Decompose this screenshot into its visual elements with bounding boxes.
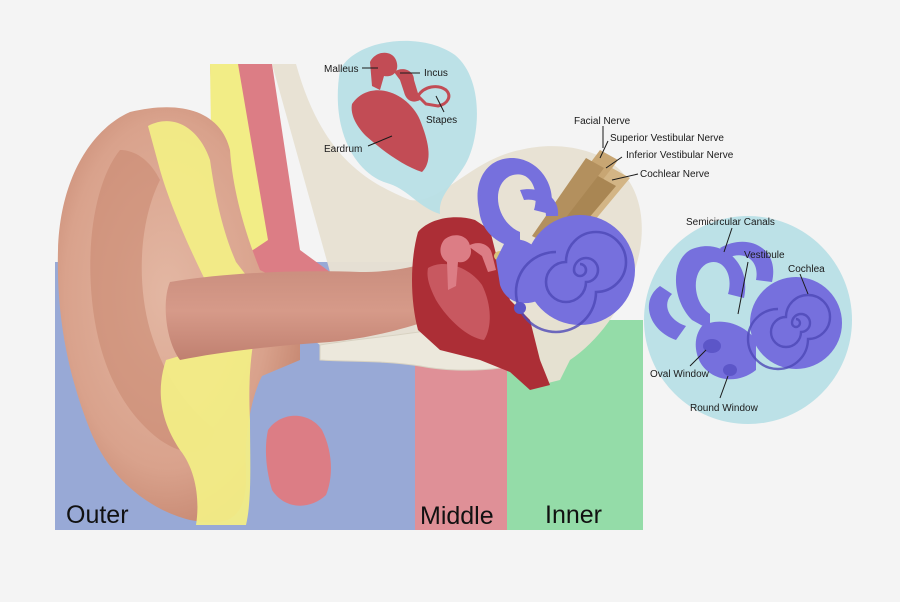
label-semicircular-canals: Semicircular Canals (686, 217, 775, 228)
earlobe-pink (265, 415, 331, 506)
label-incus: Incus (424, 68, 448, 79)
label-cochlea: Cochlea (788, 264, 825, 275)
malleus-bone (440, 235, 472, 290)
pinna-cartilage (148, 121, 262, 525)
inset-round-window (723, 364, 737, 376)
label-round-window: Round Window (690, 403, 759, 414)
leader-lines (362, 67, 809, 399)
middle-zone (415, 340, 507, 530)
inset-cochlea-spiral (746, 293, 832, 371)
ear-canal (165, 262, 430, 360)
inset-oval-window (703, 339, 721, 353)
label-stapes: Stapes (426, 115, 457, 126)
label-facial-nerve: Facial Nerve (574, 116, 631, 127)
label-vestibule: Vestibule (744, 250, 785, 261)
region-label-middle: Middle (420, 502, 494, 530)
region-label-inner: Inner (545, 501, 602, 529)
label-superior-vestibular-nerve: Superior Vestibular Nerve (610, 133, 724, 144)
label-eardrum: Eardrum (324, 144, 362, 155)
region-label-outer: Outer (66, 501, 129, 529)
inset-eardrum (351, 90, 429, 172)
label-oval-window: Oval Window (650, 369, 710, 380)
incus-bone (468, 243, 496, 272)
round-window-marker (514, 302, 526, 314)
cochlea-spiral (514, 230, 628, 334)
inset-incus (394, 69, 420, 102)
label-cochlear-nerve: Cochlear Nerve (640, 169, 710, 180)
inset-malleus (370, 52, 398, 90)
label-inferior-vestibular-nerve: Inferior Vestibular Nerve (626, 150, 734, 161)
inset-labyrinth (648, 241, 842, 380)
eardrum-membrane (427, 264, 490, 340)
label-malleus: Malleus (324, 64, 358, 75)
antihelix-fold (90, 150, 215, 453)
